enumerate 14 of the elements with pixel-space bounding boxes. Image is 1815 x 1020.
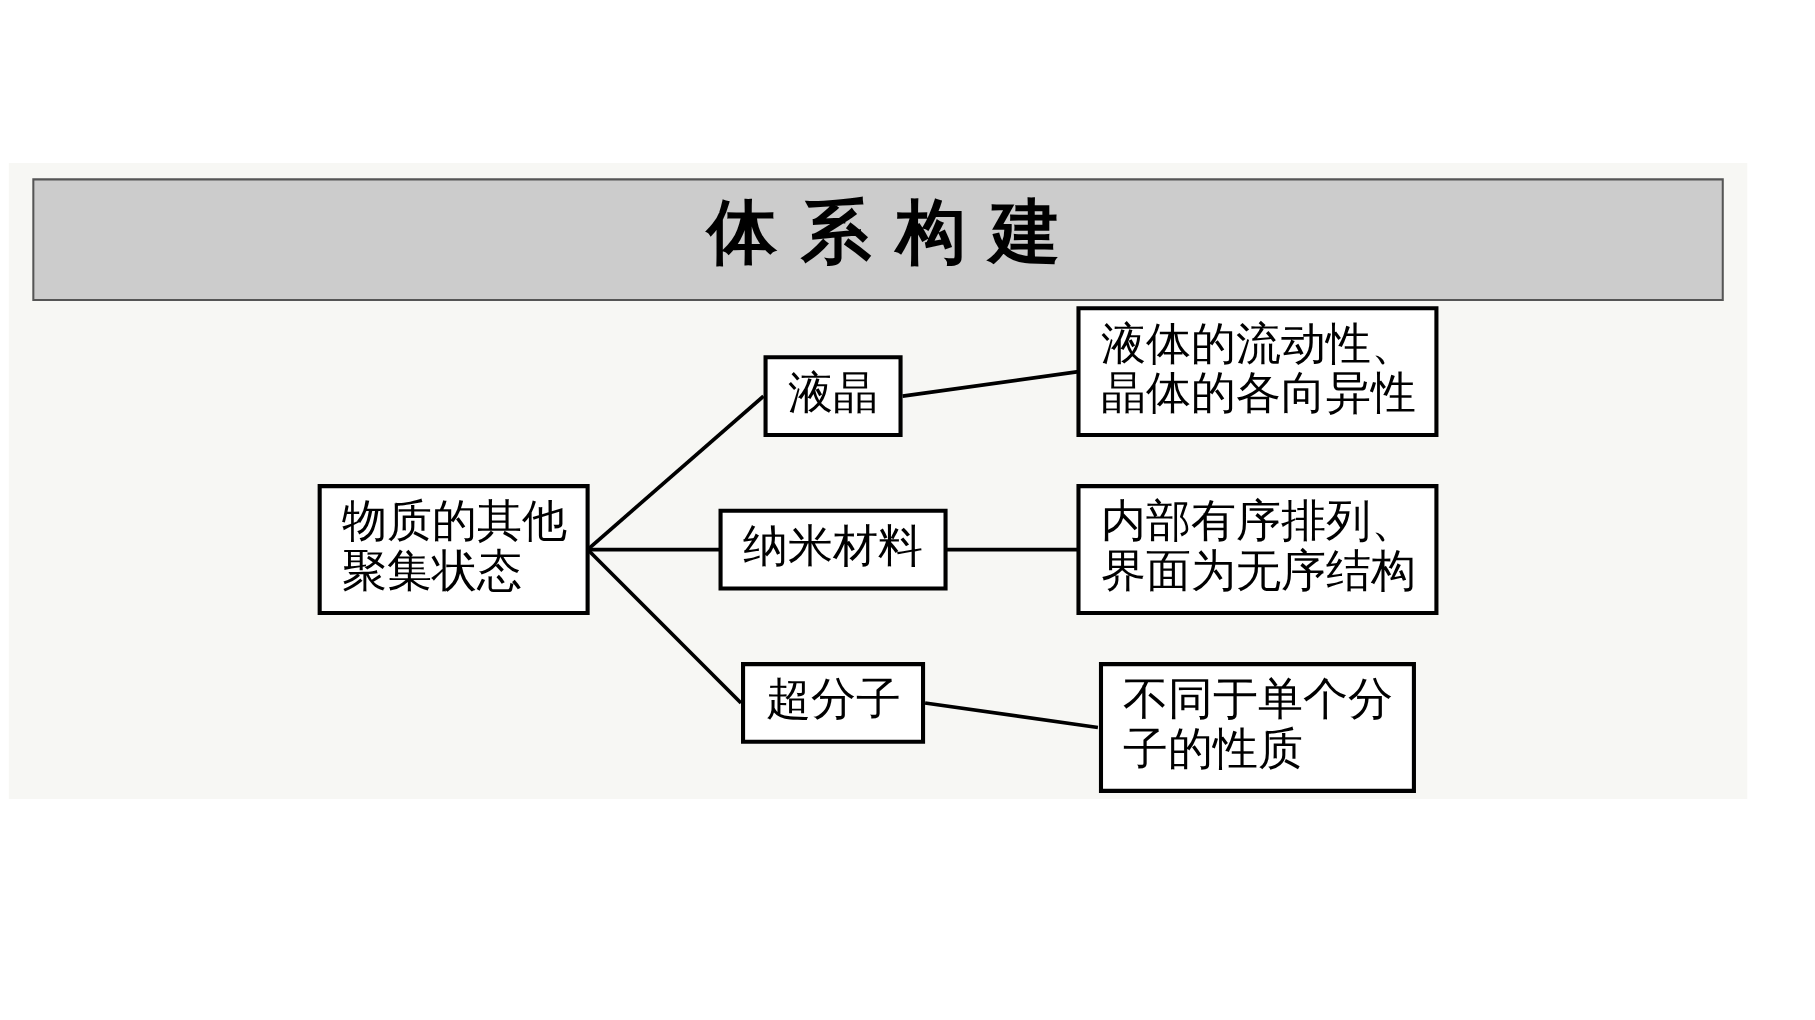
- connector: [587, 547, 721, 551]
- connector: [945, 547, 1079, 551]
- node-box: 不同于单个分子的性质: [1098, 661, 1416, 793]
- node-box: 物质的其他聚集状态: [317, 483, 590, 615]
- connector: [924, 700, 1099, 729]
- node-box: 液体的流动性、晶体的各向异性: [1076, 305, 1439, 437]
- node-box: 内部有序排列、界面为无序结构: [1076, 483, 1439, 615]
- diagram-title: 体 系 构 建: [707, 190, 1060, 272]
- node-box: 超分子: [741, 661, 926, 744]
- connector: [902, 369, 1079, 398]
- node-box: 纳米材料: [718, 508, 948, 590]
- node-box: 液晶: [763, 354, 903, 437]
- connector: [586, 394, 765, 551]
- connector: [586, 547, 743, 704]
